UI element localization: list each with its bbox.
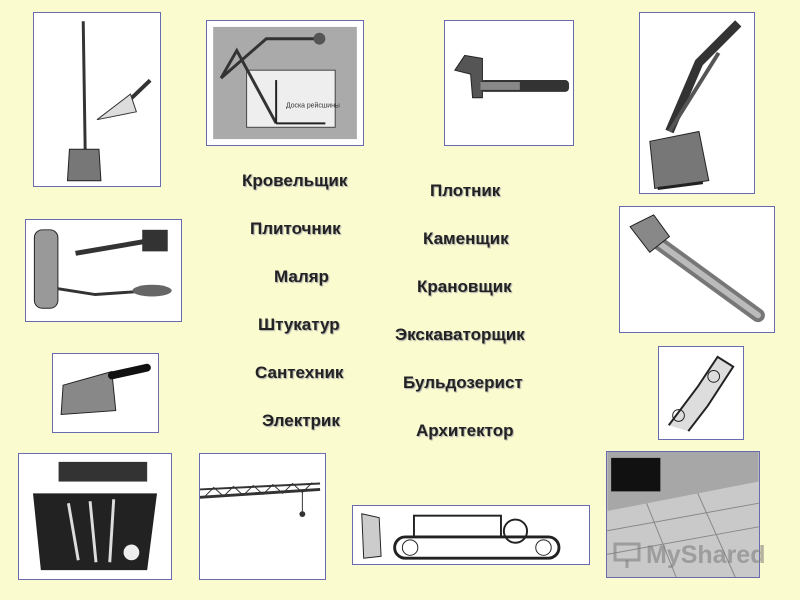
excavator-card [639, 12, 755, 194]
wrench-card [619, 206, 775, 333]
tiled-floor-icon [607, 452, 759, 577]
profession-electrician: Электрик [262, 411, 340, 430]
bulldozer-icon [361, 513, 561, 560]
profession-excavator-operator: Экскаваторщик [395, 325, 525, 344]
drawing-caption: Доска рейсшины [286, 102, 340, 110]
spatula-card [52, 353, 159, 433]
electrician-toolbox-icon [32, 461, 158, 571]
drafting-machine-card: Доска рейсшины [206, 20, 364, 146]
profession-plasterer: Штукатур [258, 315, 340, 334]
pipe-tool-icon [667, 355, 735, 432]
watermark-text: MyShared [646, 540, 766, 569]
profession-bulldozer-operator: Бульдозерист [403, 373, 523, 392]
drafting-machine-icon: Доска рейсшины [213, 26, 357, 140]
tower-crane-icon [200, 482, 321, 517]
presentation-icon [613, 542, 641, 568]
pipe-tool-card [658, 346, 744, 440]
profession-carpenter: Плотник [430, 181, 501, 200]
wrench-icon [629, 214, 765, 323]
profession-bricklayer: Каменщик [423, 229, 509, 248]
trowel-shovel-icon [66, 21, 152, 182]
profession-architect: Архитектор [416, 421, 514, 440]
hammer-icon [454, 54, 570, 99]
tower-crane-card [199, 453, 326, 580]
roller-brush-card [25, 219, 182, 322]
bulldozer-card [352, 505, 590, 565]
roller-brush-icon [33, 229, 172, 309]
profession-tiler: Плиточник [250, 219, 341, 238]
profession-plumber: Сантехник [255, 363, 344, 382]
watermark: MyShared [612, 540, 765, 570]
spatula-icon [60, 363, 151, 415]
hammer-card [444, 20, 574, 146]
profession-crane-operator: Крановщик [417, 277, 512, 296]
profession-roofer: Кровельщик [242, 171, 348, 190]
electrician-toolbox-card [18, 453, 172, 580]
excavator-bucket-icon [649, 20, 742, 190]
trowel-shovel-card [33, 12, 161, 187]
tiled-floor-card [606, 451, 760, 578]
profession-painter: Маляр [274, 267, 329, 286]
